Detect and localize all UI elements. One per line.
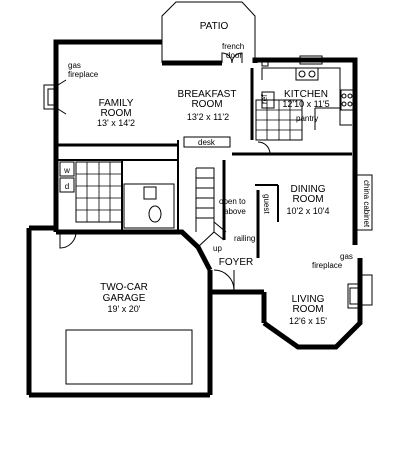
gas-fireplace-label: gas: [68, 61, 81, 70]
patio-outline: [161, 1, 256, 63]
dining-room-name-2: ROOM: [292, 194, 323, 205]
kitchen-dimensions: 12'10 x 11'5: [282, 99, 329, 109]
garage-dimensions: 19' x 20': [108, 304, 141, 314]
stairs-up-label: up: [213, 244, 222, 253]
patio-label: PATIO: [200, 21, 229, 32]
gas-fireplace-label-2: fireplace: [68, 70, 99, 79]
china-cabinet-label: china cabinet: [362, 180, 371, 228]
family-room-name-2: ROOM: [100, 108, 131, 119]
breakfast-room-name-2: ROOM: [191, 99, 222, 110]
kitchen-counters: [261, 67, 354, 130]
foyer-label: FOYER: [219, 257, 253, 268]
washer-label: w: [63, 166, 70, 175]
french-door-label-2: door: [226, 51, 242, 60]
dining-living-outline: [355, 174, 373, 306]
garage-name-2: GARAGE: [103, 293, 146, 304]
railing-label: railing: [234, 234, 255, 243]
desk-counter: [183, 136, 231, 148]
family-room-dimensions: 13' x 14'2: [97, 118, 135, 128]
guest-closet-label: guest: [262, 194, 271, 214]
living-fireplace: [347, 283, 361, 309]
dryer-label: d: [65, 182, 69, 191]
stove-icon: [340, 89, 354, 111]
washer-dryer: w d: [59, 161, 75, 193]
kitchen-sink-icon: [295, 67, 319, 81]
refrigerator-icon: [261, 91, 275, 109]
sink-icon: [143, 186, 157, 200]
living-room-name: LIVING: [292, 294, 325, 305]
kitchen-name: KITCHEN: [284, 89, 328, 100]
breakfast-room-name: BREAKFAST: [178, 89, 237, 100]
french-door-label: french: [222, 42, 244, 51]
dining-room-dimensions: 10'2 x 10'4: [287, 206, 330, 216]
gas-fireplace-living-label-2: fireplace: [312, 261, 343, 270]
dining-room-name: DINING: [291, 184, 326, 195]
garage-door: [58, 329, 200, 396]
refrigerator-label: ref: [260, 94, 269, 104]
open-to-above-label-2: above: [224, 207, 246, 216]
open-to-above-label: open to: [219, 197, 246, 206]
living-room-dimensions: 12'6 x 15': [289, 316, 327, 326]
living-room-name-2: ROOM: [292, 304, 323, 315]
door-swings: [59, 52, 271, 291]
garage-name: TWO-CAR: [100, 282, 148, 293]
gas-fireplace-living-label: gas: [340, 252, 353, 261]
staircase: [195, 167, 227, 248]
desk-label: desk: [198, 138, 216, 147]
family-room-name: FAMILY: [99, 98, 134, 109]
toilet-icon: [148, 205, 162, 223]
breakfast-room-dimensions: 13'2 x 11'2: [187, 112, 229, 122]
window-markers: [261, 55, 323, 67]
powder-room: [123, 183, 175, 229]
family-fireplace: [43, 79, 67, 115]
pantry-label: pantry: [296, 114, 318, 123]
laundry-floor-grid: [75, 161, 123, 223]
kitchen-floor-grid: [255, 99, 303, 141]
